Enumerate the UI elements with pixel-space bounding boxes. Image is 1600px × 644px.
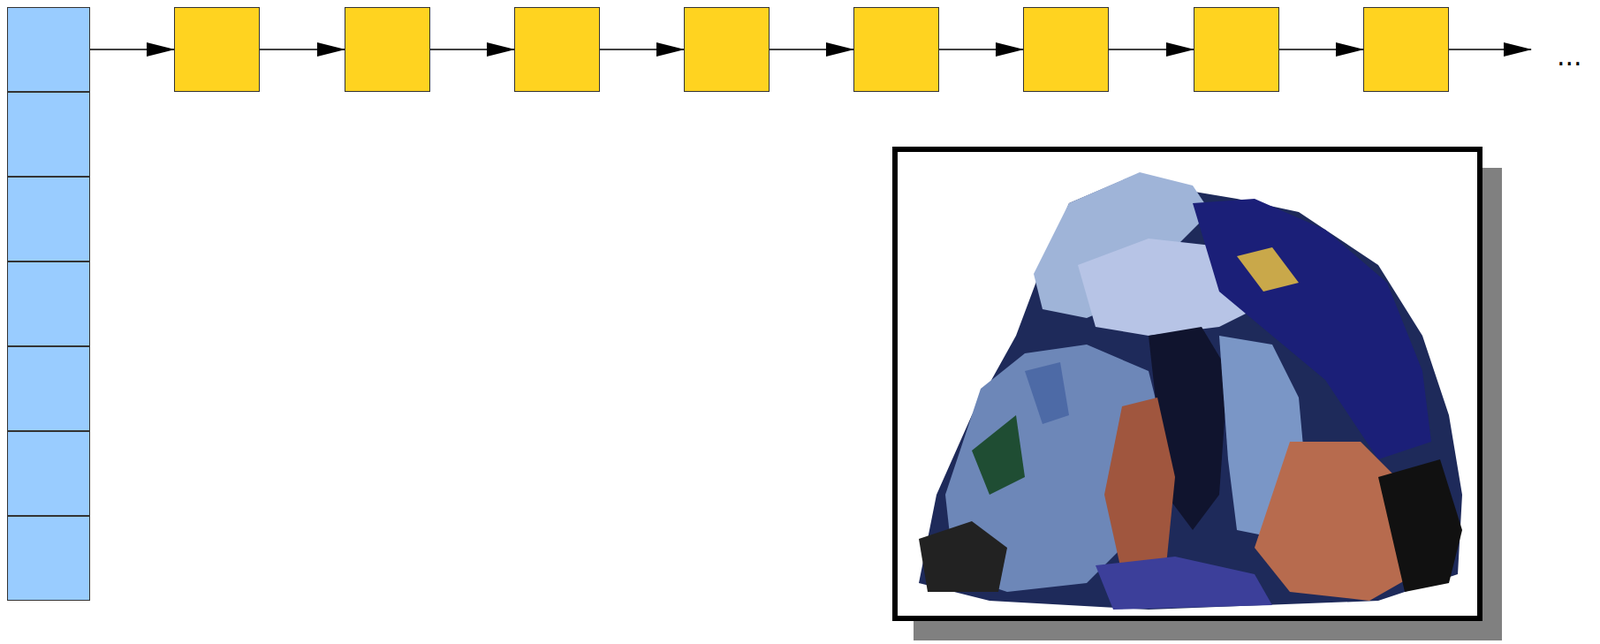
- pointer-arrow: [259, 48, 345, 51]
- tail-arrow: [1448, 48, 1532, 51]
- pointer-arrow: [430, 48, 515, 51]
- list-node: [1023, 7, 1109, 92]
- bucket-cell: [7, 515, 91, 601]
- bucket-cell: [7, 346, 91, 432]
- list-node: [683, 7, 770, 92]
- bucket-cell: [7, 261, 91, 347]
- bucket-cell: [7, 431, 91, 516]
- pointer-arrow: [1279, 48, 1364, 51]
- photo-frame: [894, 149, 1480, 619]
- list-node: [514, 7, 600, 92]
- continuation-mark: ...: [1556, 40, 1583, 72]
- bucket-cell: [7, 7, 91, 92]
- pointer-arrow: [90, 48, 175, 51]
- list-node: [174, 7, 260, 92]
- list-node: [344, 7, 431, 92]
- list-node: [853, 7, 940, 92]
- pointer-arrow: [599, 48, 684, 51]
- pointer-arrow: [939, 48, 1024, 51]
- bucket-cell: [7, 91, 91, 177]
- list-node: [1193, 7, 1280, 92]
- list-node: [1363, 7, 1449, 92]
- clothes-pile: [918, 172, 1463, 610]
- bucket-cell: [7, 176, 91, 262]
- pointer-arrow: [1108, 48, 1194, 51]
- pointer-arrow: [769, 48, 854, 51]
